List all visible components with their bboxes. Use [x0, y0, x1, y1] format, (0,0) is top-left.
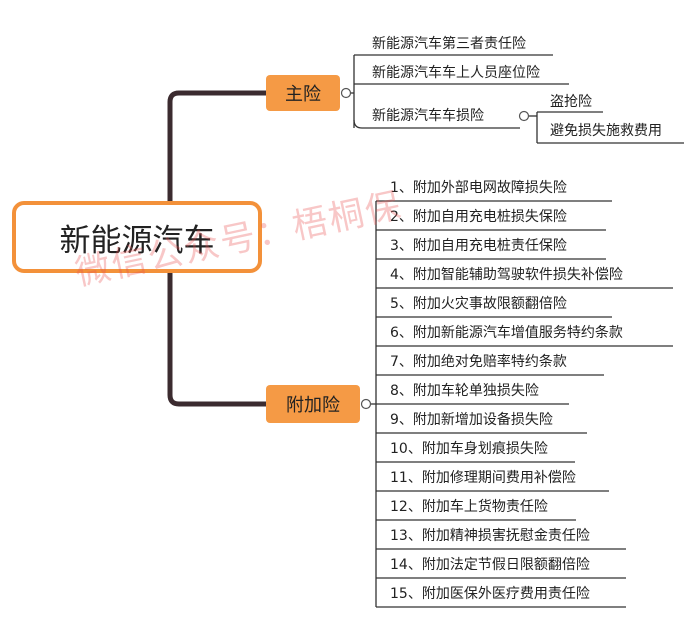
additional-item-label: 10、附加车身划痕损失险 — [390, 441, 548, 457]
additional-item[interactable]: 9、附加新增加设备损失险 — [390, 411, 553, 429]
root-node[interactable]: 新能源汽车 — [12, 201, 262, 273]
main-item[interactable]: 新能源汽车车上人员座位险 — [372, 64, 540, 82]
additional-item[interactable]: 10、附加车身划痕损失险 — [390, 440, 548, 458]
additional-item-label: 13、附加精神损害抚慰金责任险 — [390, 528, 590, 544]
additional-item[interactable]: 6、附加新能源汽车增值服务特约条款 — [390, 324, 623, 342]
additional-item-label: 4、附加智能辅助驾驶软件损失补偿险 — [390, 267, 623, 283]
additional-item[interactable]: 1、附加外部电网故障损失险 — [390, 179, 567, 197]
additional-item-label: 8、附加车轮单独损失险 — [390, 383, 539, 399]
additional-item[interactable]: 4、附加智能辅助驾驶软件损失补偿险 — [390, 266, 623, 284]
root-label: 新能源汽车 — [59, 222, 215, 259]
main-collapse-toggle[interactable] — [340, 87, 352, 99]
sub-item-label: 避免损失施救费用 — [550, 123, 662, 139]
additional-item-label: 5、附加火灾事故限额翻倍险 — [390, 296, 567, 312]
additional-item[interactable]: 13、附加精神损害抚慰金责任险 — [390, 527, 590, 545]
sub-item[interactable]: 避免损失施救费用 — [550, 122, 662, 140]
branch-main-label: 主险 — [285, 84, 321, 105]
branch-main-node[interactable]: 主险 — [266, 75, 340, 111]
additional-item[interactable]: 7、附加绝对免赔率特约条款 — [390, 353, 567, 371]
main-item[interactable]: 新能源汽车车损险 — [372, 107, 484, 125]
sub-item[interactable]: 盗抢险 — [550, 93, 592, 111]
root-to-additional-connector — [167, 237, 266, 407]
root-to-main-connector — [167, 90, 266, 240]
main-item-label: 新能源汽车车损险 — [372, 108, 484, 124]
main-item-underline — [353, 119, 520, 129]
main-item-label: 新能源汽车第三者责任险 — [372, 36, 526, 52]
sub-item-label: 盗抢险 — [550, 94, 592, 110]
additional-item[interactable]: 5、附加火灾事故限额翻倍险 — [390, 295, 567, 313]
additional-item-label: 6、附加新能源汽车增值服务特约条款 — [390, 325, 623, 341]
branch-additional-label: 附加险 — [286, 395, 340, 416]
additional-item-label: 11、附加修理期间费用补偿险 — [390, 470, 576, 486]
main-item[interactable]: 新能源汽车第三者责任险 — [372, 35, 526, 53]
additional-item[interactable]: 15、附加医保外医疗费用责任险 — [390, 585, 590, 603]
additional-item-label: 14、附加法定节假日限额翻倍险 — [390, 557, 590, 573]
additional-item[interactable]: 3、附加自用充电桩责任保险 — [390, 237, 567, 255]
additional-item-label: 12、附加车上货物责任险 — [390, 499, 548, 515]
additional-item-label: 3、附加自用充电桩责任保险 — [390, 238, 567, 254]
sub-collapse-toggle[interactable] — [518, 110, 530, 122]
additional-collapse-toggle[interactable] — [360, 398, 372, 410]
additional-item-label: 7、附加绝对免赔率特约条款 — [390, 354, 567, 370]
additional-item[interactable]: 12、附加车上货物责任险 — [390, 498, 548, 516]
additional-item-label: 2、附加自用充电桩损失保险 — [390, 209, 567, 225]
branch-additional-node[interactable]: 附加险 — [266, 385, 360, 423]
additional-item[interactable]: 14、附加法定节假日限额翻倍险 — [390, 556, 590, 574]
additional-item-label: 15、附加医保外医疗费用责任险 — [390, 586, 590, 602]
additional-item[interactable]: 8、附加车轮单独损失险 — [390, 382, 539, 400]
additional-item[interactable]: 2、附加自用充电桩损失保险 — [390, 208, 567, 226]
main-item-label: 新能源汽车车上人员座位险 — [372, 65, 540, 81]
additional-item[interactable]: 11、附加修理期间费用补偿险 — [390, 469, 576, 487]
additional-item-label: 9、附加新增加设备损失险 — [390, 412, 553, 428]
additional-item-label: 1、附加外部电网故障损失险 — [390, 180, 567, 196]
